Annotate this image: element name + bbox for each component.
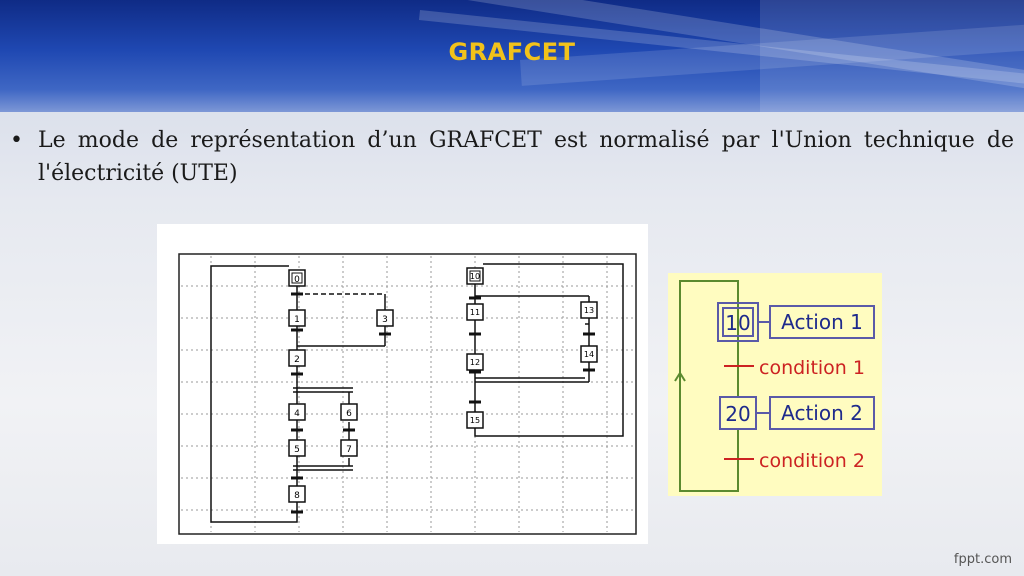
header-banner: GRAFCET xyxy=(0,0,1024,112)
step-1-label: 1 xyxy=(294,315,300,325)
bullet-point: • Le mode de représentation d’un GRAFCET… xyxy=(10,124,1014,190)
action-2-label: Action 2 xyxy=(781,401,863,425)
footer-brand: fppt.com xyxy=(953,552,1012,567)
bullet-text: Le mode de représentation d’un GRAFCET e… xyxy=(38,128,1014,186)
step-2-label: 2 xyxy=(294,355,300,365)
grafcet-standard-diagram: 10 Action 1 condition 1 20 Action 2 cond… xyxy=(668,273,882,496)
step-6-label: 6 xyxy=(346,409,352,419)
step-10-box: 10 xyxy=(725,311,750,335)
condition-1-label: condition 1 xyxy=(759,357,865,379)
step-8-label: 8 xyxy=(294,491,300,501)
grafcet-editor-diagram: 0 1 3 2 4 6 5 7 8 xyxy=(157,224,648,544)
step-7-label: 7 xyxy=(346,445,352,455)
action-1-label: Action 1 xyxy=(781,310,863,334)
condition-2-label: condition 2 xyxy=(759,450,865,472)
step-20-box: 20 xyxy=(725,402,750,426)
page-title: GRAFCET xyxy=(448,38,576,66)
bullet-marker: • xyxy=(10,128,23,153)
step-4-label: 4 xyxy=(294,409,300,419)
step-13-label: 13 xyxy=(584,306,594,315)
step-3-label: 3 xyxy=(382,315,388,325)
step-11-label: 11 xyxy=(470,308,480,317)
step-12-label: 12 xyxy=(470,358,480,367)
step-15-label: 15 xyxy=(470,416,480,425)
step-5-label: 5 xyxy=(294,445,300,455)
step-0-label: 0 xyxy=(294,275,300,285)
step-14-label: 14 xyxy=(584,350,594,359)
step-10-label: 10 xyxy=(470,272,480,281)
